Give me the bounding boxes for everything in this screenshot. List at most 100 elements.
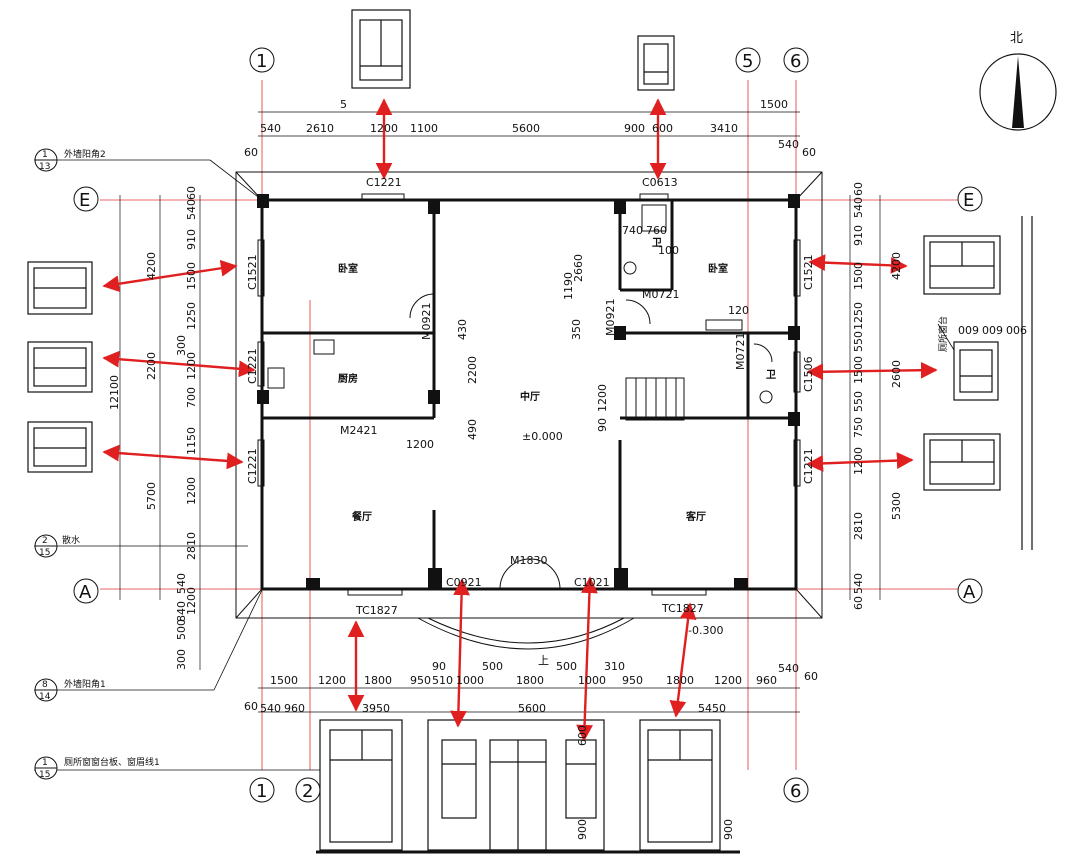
- svg-text:1200: 1200: [185, 352, 198, 380]
- svg-text:350: 350: [570, 319, 583, 340]
- svg-text:1200: 1200: [185, 477, 198, 505]
- svg-text:8: 8: [42, 680, 48, 690]
- svg-text:1200: 1200: [185, 587, 198, 615]
- svg-text:960: 960: [756, 674, 777, 687]
- svg-text:540: 540: [852, 573, 865, 594]
- opening-codes: C1221 C0613 C1521 C1521 C1221 C1221 C122…: [246, 176, 815, 617]
- svg-text:2660: 2660: [572, 254, 585, 282]
- axis-1-top: 1: [256, 51, 267, 72]
- svg-text:1100: 1100: [410, 122, 438, 135]
- room-bedroom-left: 卧室: [338, 262, 358, 275]
- svg-text:1: 1: [42, 150, 48, 160]
- note-exterior-corner-1: 外墙阳角1: [64, 678, 106, 690]
- svg-text:M0921: M0921: [604, 299, 617, 337]
- north-compass: 北: [979, 31, 1057, 131]
- svg-text:1250: 1250: [852, 302, 865, 330]
- right-dimensions: 60 540 910 1500 1250 550 1500 550 750 12…: [852, 182, 903, 610]
- room-labels: 卧室 卧室 厨房 中厅 餐厅 客厅 卫 卫 ±0.000 -0.300 上: [338, 237, 776, 667]
- north-label: 北: [1010, 31, 1023, 46]
- svg-text:1500: 1500: [852, 262, 865, 290]
- svg-text:C0921: C0921: [446, 576, 482, 589]
- svg-text:13: 13: [39, 162, 50, 172]
- room-kitchen: 厨房: [338, 372, 358, 385]
- svg-text:TC1827: TC1827: [661, 602, 704, 615]
- columns: [257, 194, 800, 590]
- svg-text:1200: 1200: [596, 384, 609, 412]
- note-toilet-window-sill: 厕所窗窗台板、窗眉线1: [64, 756, 160, 768]
- svg-text:1190: 1190: [562, 272, 575, 300]
- svg-text:4200: 4200: [145, 252, 158, 280]
- svg-text:2: 2: [42, 536, 48, 546]
- svg-text:540: 540: [852, 197, 865, 218]
- room-bath-left: 卫: [652, 237, 662, 249]
- svg-text:1800: 1800: [364, 674, 392, 687]
- svg-text:540: 540: [260, 122, 281, 135]
- svg-text:500: 500: [556, 660, 577, 673]
- svg-text:2810: 2810: [185, 532, 198, 560]
- svg-text:550: 550: [852, 391, 865, 412]
- staircase: [625, 377, 685, 421]
- svg-text:2610: 2610: [306, 122, 334, 135]
- svg-text:900: 900: [624, 122, 645, 135]
- svg-text:600: 600: [576, 725, 589, 746]
- svg-text:90: 90: [596, 418, 609, 432]
- svg-text:2200: 2200: [466, 356, 479, 384]
- svg-text:540: 540: [778, 138, 799, 151]
- svg-text:1500: 1500: [852, 356, 865, 384]
- svg-text:1800: 1800: [516, 674, 544, 687]
- axis-E-right: E: [963, 190, 974, 211]
- svg-text:C1221: C1221: [246, 448, 259, 484]
- svg-text:490: 490: [466, 419, 479, 440]
- svg-text:15: 15: [39, 770, 50, 780]
- svg-text:950: 950: [622, 674, 643, 687]
- svg-text:750: 750: [852, 417, 865, 438]
- svg-text:2600: 2600: [890, 360, 903, 388]
- elevation-windows: [27, 9, 1033, 854]
- svg-text:3410: 3410: [710, 122, 738, 135]
- svg-text:60: 60: [852, 182, 865, 196]
- fixtures: [267, 204, 773, 404]
- svg-text:M0721: M0721: [734, 333, 747, 371]
- svg-text:910: 910: [185, 229, 198, 250]
- svg-text:840: 840: [175, 601, 188, 622]
- room-dining: 餐厅: [351, 510, 372, 523]
- svg-text:310: 310: [604, 660, 625, 673]
- svg-text:960: 960: [284, 702, 305, 715]
- axis-1-bottom: 1: [256, 781, 267, 802]
- svg-text:4200: 4200: [890, 252, 903, 280]
- svg-text:900: 900: [722, 819, 735, 840]
- svg-text:1800: 1800: [666, 674, 694, 687]
- svg-text:120: 120: [728, 304, 749, 317]
- svg-text:60: 60: [185, 186, 198, 200]
- svg-text:M1830: M1830: [510, 554, 548, 567]
- interior-dimensions: 2660 1190 350 430 2200 490 1200 1200 90 …: [406, 224, 1027, 451]
- note-exterior-corner-2: 外墙阳角2: [64, 148, 106, 160]
- svg-text:5700: 5700: [145, 482, 158, 510]
- svg-text:430: 430: [456, 319, 469, 340]
- svg-text:2200: 2200: [145, 352, 158, 380]
- svg-text:760: 760: [646, 224, 667, 237]
- svg-text:950: 950: [410, 674, 431, 687]
- svg-text:500: 500: [482, 660, 503, 673]
- room-bedroom-right: 卧室: [708, 262, 728, 275]
- svg-text:1200: 1200: [406, 438, 434, 451]
- svg-text:1150: 1150: [185, 427, 198, 455]
- note-apron: 散水: [62, 534, 80, 546]
- svg-text:M0921: M0921: [420, 303, 433, 341]
- svg-text:M0721: M0721: [642, 288, 680, 301]
- svg-text:1200: 1200: [370, 122, 398, 135]
- svg-text:2810: 2810: [852, 512, 865, 540]
- up-marker: 上: [538, 654, 549, 667]
- svg-text:C1521: C1521: [246, 254, 259, 290]
- svg-text:009: 009: [958, 324, 979, 337]
- svg-text:3950: 3950: [362, 702, 390, 715]
- svg-text:100: 100: [658, 244, 679, 257]
- left-dimensions: 4200 2200 1150 1200 5700 2810 60 540 910…: [108, 186, 198, 670]
- svg-text:5450: 5450: [698, 702, 726, 715]
- svg-text:740: 740: [622, 224, 643, 237]
- svg-text:510: 510: [432, 674, 453, 687]
- svg-text:1000: 1000: [578, 674, 606, 687]
- svg-text:700: 700: [185, 387, 198, 408]
- svg-text:5: 5: [340, 98, 347, 111]
